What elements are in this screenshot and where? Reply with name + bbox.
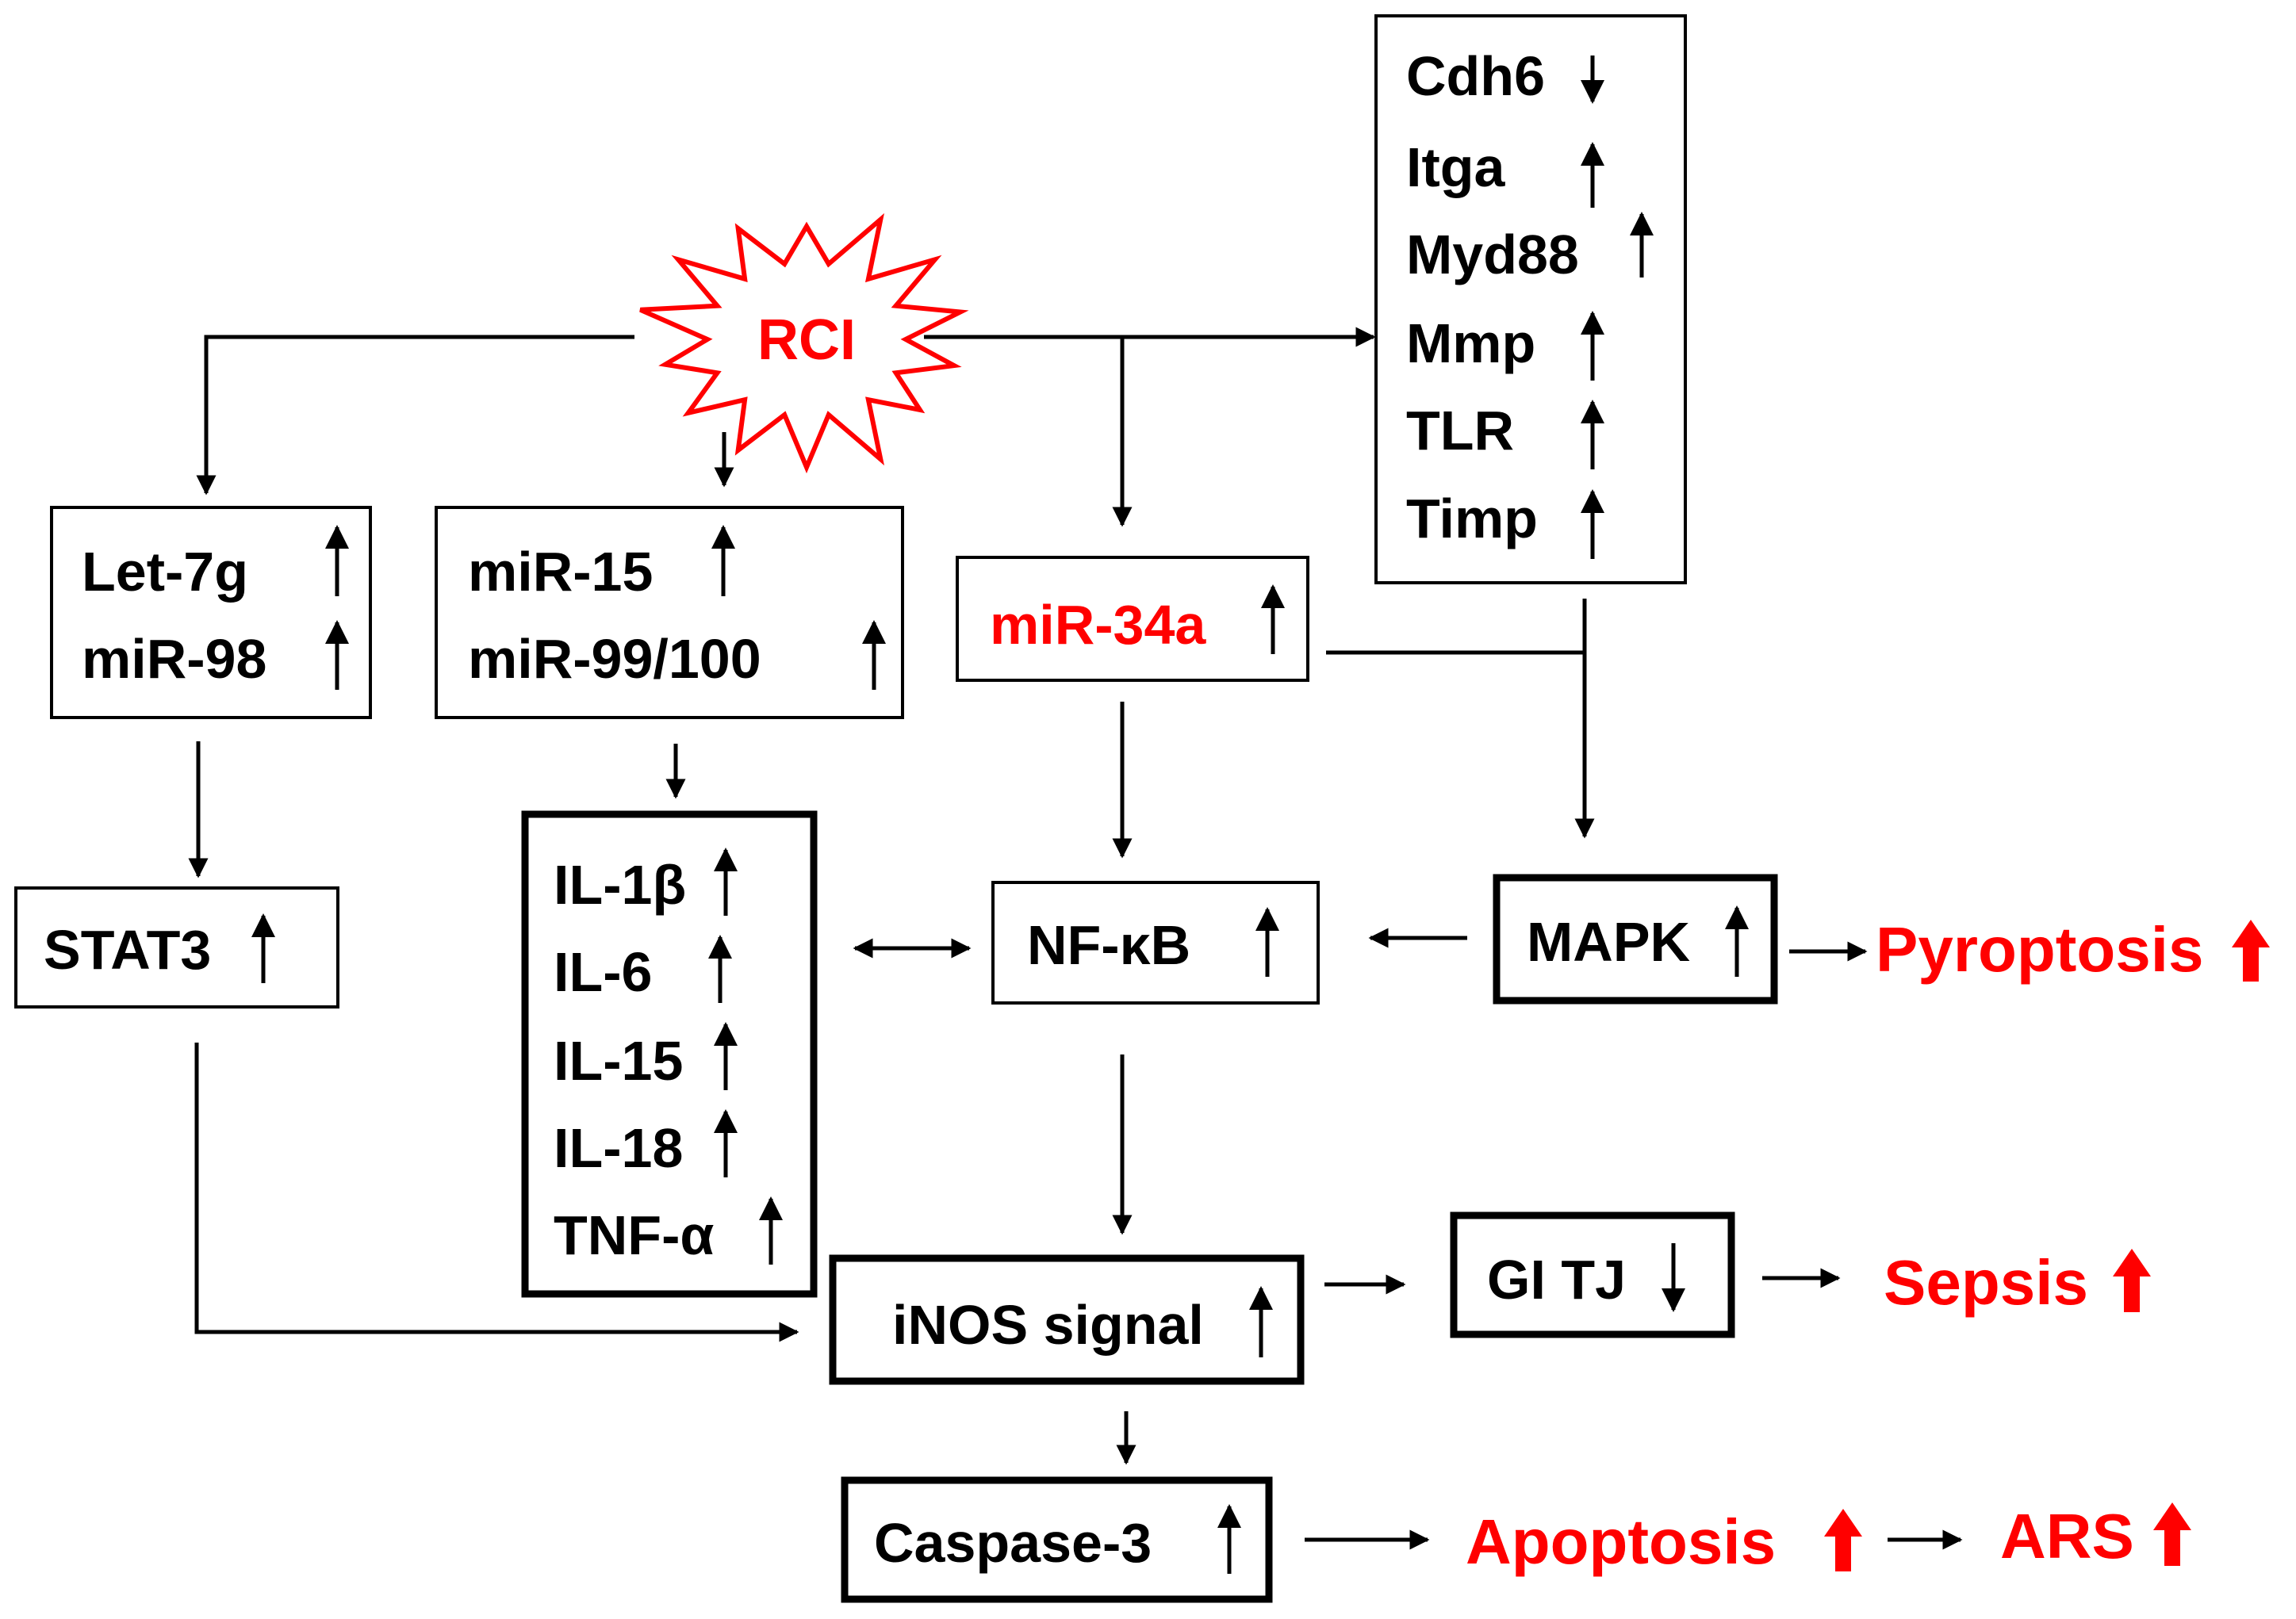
mir15-box-frame	[435, 506, 904, 719]
label-mapk: MAPK	[1527, 911, 1690, 973]
nfkb-box-frame	[991, 881, 1320, 1005]
stat3-box: STAT3	[14, 886, 339, 1009]
gene-label-mmp: Mmp	[1406, 312, 1535, 374]
inos-box-frame	[829, 1254, 1305, 1385]
gene-label-cdh6: Cdh6	[1406, 45, 1545, 107]
label-stat3: STAT3	[44, 919, 211, 981]
red-up-arrow-icon	[1824, 1509, 1862, 1571]
pyroptosis-outcome: Pyroptosis	[1876, 914, 2270, 985]
mapk-box: MAPK	[1493, 874, 1778, 1005]
mir15-box: miR-15 miR-99/100	[435, 506, 904, 719]
label-il15: IL-15	[554, 1030, 683, 1092]
red-up-arrow-icon	[2113, 1249, 2151, 1312]
starburst-shape	[639, 212, 969, 474]
mapk-box-frame	[1493, 874, 1778, 1005]
red-up-arrow-icon	[2232, 920, 2270, 982]
label-nfkb: NF-κB	[1027, 914, 1190, 976]
mir34a-box: miR-34a	[956, 556, 1309, 682]
gene-label-tlr: TLR	[1406, 400, 1514, 461]
ars-outcome: ARS	[2000, 1501, 2191, 1571]
caspase3-box: Caspase-3	[841, 1476, 1273, 1603]
nfkb-box: NF-κB	[991, 881, 1320, 1005]
sepsis-outcome: Sepsis	[1884, 1247, 2151, 1318]
red-up-arrow-icon	[2153, 1502, 2191, 1566]
apoptosis-outcome: Apoptosis	[1466, 1506, 1862, 1577]
connectors	[188, 327, 1963, 1550]
label-pyroptosis: Pyroptosis	[1876, 914, 2203, 985]
gitj-box-frame	[1450, 1211, 1735, 1338]
rci-label: RCI	[757, 308, 856, 372]
cytokine-box: IL-1β IL-6 IL-15 IL-18 TNF-α	[521, 810, 818, 1298]
label-il6: IL-6	[554, 941, 652, 1003]
let7g-box: Let-7g miR-98	[50, 506, 372, 719]
label-gitj: GI TJ	[1487, 1249, 1626, 1311]
mir34a-box-frame	[956, 556, 1309, 682]
label-caspase3: Caspase-3	[874, 1512, 1152, 1574]
gene-label-itga: Itga	[1406, 136, 1506, 198]
arrow-rci-to-let7g	[196, 335, 634, 496]
stat3-box-frame	[14, 886, 339, 1009]
label-mir99-100: miR-99/100	[468, 628, 761, 690]
label-tnfa: TNF-α	[554, 1204, 714, 1266]
label-let7g: Let-7g	[82, 541, 248, 603]
label-il1b: IL-1β	[554, 854, 686, 916]
label-il18: IL-18	[554, 1117, 683, 1179]
gene-box: Cdh6 Itga Myd88 Mmp TLR Timp	[1374, 14, 1687, 584]
label-apoptosis: Apoptosis	[1466, 1506, 1776, 1577]
gene-label-timp: Timp	[1406, 488, 1538, 549]
rci-starburst: RCI	[639, 212, 969, 474]
label-ars: ARS	[2000, 1501, 2134, 1571]
label-mir34a: miR-34a	[990, 594, 1206, 656]
gene-label-myd88: Myd88	[1406, 224, 1579, 285]
label-sepsis: Sepsis	[1884, 1247, 2088, 1318]
inos-box: iNOS signal	[829, 1254, 1305, 1385]
label-mir98: miR-98	[82, 628, 266, 690]
label-mir15: miR-15	[468, 541, 653, 603]
caspase3-box-frame	[841, 1476, 1273, 1603]
gitj-box: GI TJ	[1450, 1211, 1735, 1338]
arrow-stat3-to-inos	[194, 1043, 799, 1342]
label-inos: iNOS signal	[892, 1294, 1204, 1356]
let7g-box-frame	[50, 506, 372, 719]
gene-box-frame	[1374, 14, 1687, 584]
